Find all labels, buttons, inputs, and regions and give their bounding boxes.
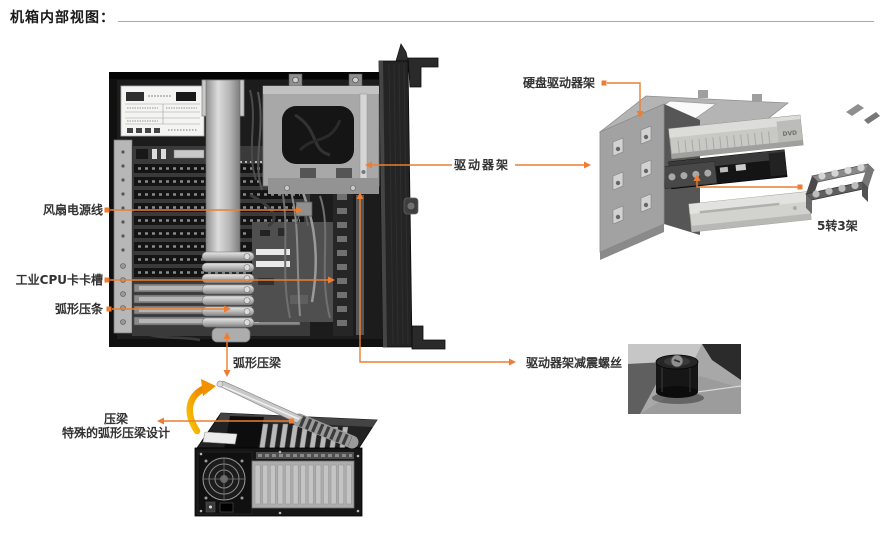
cd-drive <box>688 191 812 233</box>
main-chassis-photo <box>109 43 446 350</box>
rear-slot-covers <box>251 460 355 509</box>
rubber-shock-mount <box>655 354 699 398</box>
floor-cable <box>139 330 201 342</box>
dvd-drive: DVD <box>668 114 804 160</box>
label-five-to-three-bracket: 5转3架 <box>817 219 858 233</box>
pressure-beam-description: 特殊的弧形压梁设计 <box>61 426 170 440</box>
title-rule <box>118 21 874 22</box>
rear-psu <box>197 451 253 515</box>
label-fan-power-cable: 风扇电源线 <box>42 203 103 217</box>
adapter-bracket-5to3 <box>805 163 875 214</box>
arc-rib-strips <box>201 251 255 343</box>
label-industrial-cpu-card-slot: 工业CPU卡卡槽 <box>15 273 103 287</box>
label-pressure-beam-block: 压梁 特殊的弧形压梁设计 <box>52 412 180 440</box>
loose-rail-tab <box>846 104 864 116</box>
callout-arrowheads <box>157 111 701 425</box>
page-title: 机箱内部视图： <box>10 10 115 26</box>
arc-beam-lever <box>216 380 359 449</box>
rotation-arrow <box>186 379 216 435</box>
shock-screw-photo <box>628 344 742 414</box>
small-chassis-photo <box>186 379 378 517</box>
exploded-drive-cage-photo: DVD <box>598 90 880 260</box>
dvd-logo-text: DVD <box>782 129 797 137</box>
callout-lines <box>110 82 800 422</box>
front-panel <box>378 43 446 350</box>
top-handle <box>407 57 439 88</box>
label-drive-cage-shock-screw: 驱动器架减震螺丝 <box>526 356 623 370</box>
sbc-board <box>252 222 334 322</box>
label-drive-cage: 驱动器架 <box>454 158 511 172</box>
shock-screw-line <box>359 199 509 363</box>
internal-cables <box>249 89 331 319</box>
bracket-line <box>696 181 800 188</box>
label-arc-pressure-beam: 弧形压梁 <box>233 356 282 370</box>
small-psu-label <box>202 431 238 445</box>
pressure-beam-title: 压梁 <box>103 412 128 426</box>
label-hdd-drive-cage: 硬盘驱动器架 <box>523 76 596 90</box>
callout-squares <box>104 80 803 424</box>
loose-rail-tab <box>864 112 880 124</box>
hdd-cage-line <box>607 82 641 111</box>
cage-front-face <box>599 103 665 260</box>
label-arc-pressure-strip: 弧形压条 <box>54 302 103 316</box>
left-card-rail <box>113 139 133 334</box>
bottom-handle <box>411 325 446 350</box>
ac-inlet <box>219 502 234 513</box>
drive-cage-in-chassis <box>262 73 380 194</box>
hold-down-bar <box>201 79 245 255</box>
psu-label <box>120 85 205 137</box>
